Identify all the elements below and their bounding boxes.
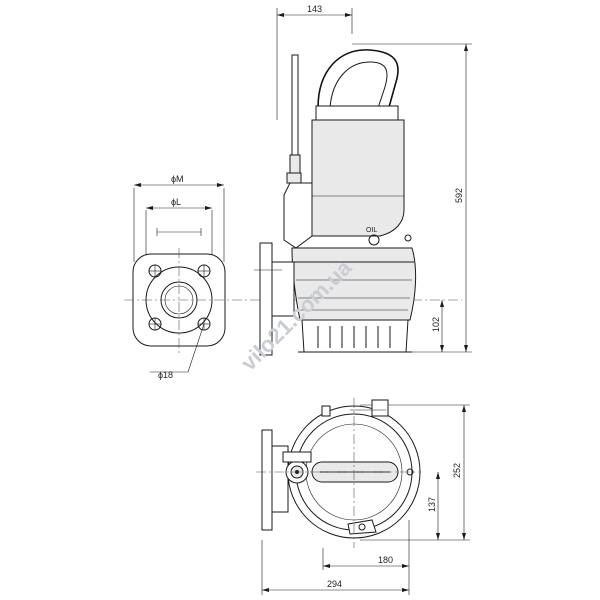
dim-102: 102 xyxy=(431,317,441,332)
motor-housing xyxy=(311,119,405,237)
oil-label: OIL xyxy=(366,227,377,234)
dim-137: 137 xyxy=(427,497,437,512)
strainer-slots xyxy=(317,326,391,348)
flange-front-view: ϕM ϕL ϕ18 xyxy=(124,174,462,380)
dim-252: 252 xyxy=(452,463,462,478)
dim-294: 294 xyxy=(327,579,342,589)
dim-phi-m: ϕM xyxy=(171,174,184,184)
bolt-holes xyxy=(148,264,211,331)
cable xyxy=(291,54,299,156)
dim-592: 592 xyxy=(454,188,464,203)
lifting-handle xyxy=(317,49,399,119)
outlet-flange-plan xyxy=(261,429,273,531)
dim-143: 143 xyxy=(307,4,322,14)
pump-plan-view: 252 137 180 294 xyxy=(256,398,470,595)
oil-plug xyxy=(368,234,380,246)
dim-180: 180 xyxy=(378,555,393,565)
dim-phi-l: ϕL xyxy=(171,197,181,207)
dim-phi-18: ϕ18 xyxy=(158,370,173,380)
pump-side-view: 143 592 102 OIL xyxy=(254,4,472,356)
